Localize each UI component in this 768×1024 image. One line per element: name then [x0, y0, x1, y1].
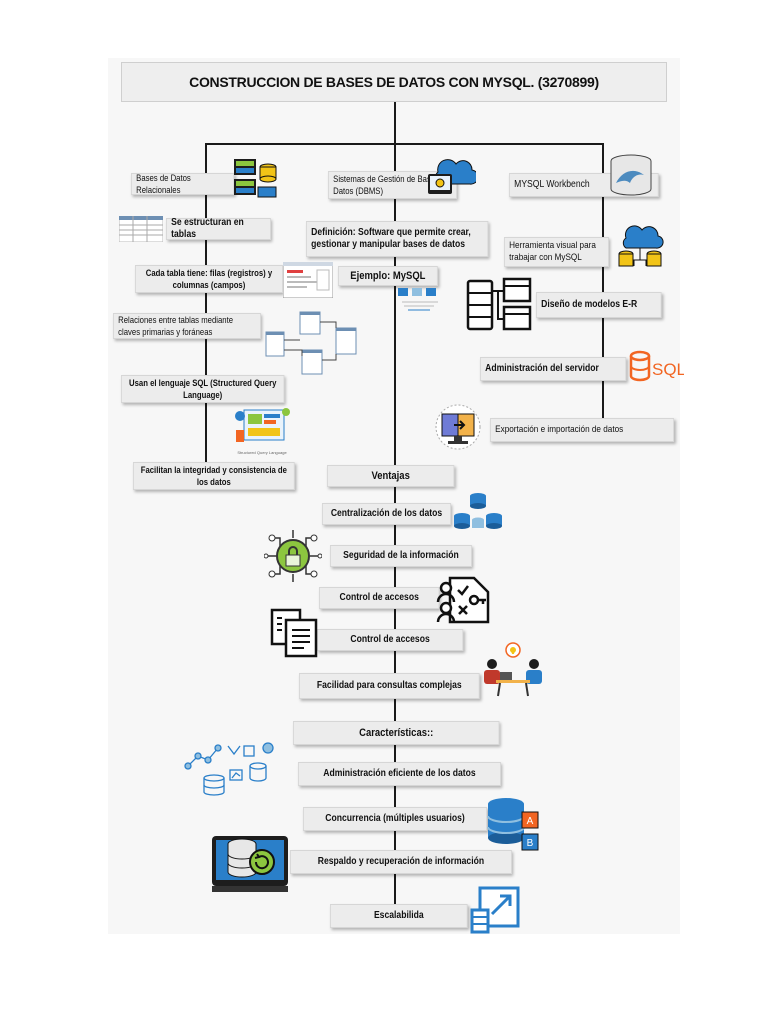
- caracteristica-item-label: Respaldo y recuperación de información: [317, 856, 485, 867]
- sql-server-logo-icon: SQL: [628, 350, 684, 384]
- spreadsheet-thumbnail-icon: [283, 262, 333, 298]
- center-example-label: Ejemplo: MySQL: [350, 270, 426, 282]
- right-item-label: Exportación e importación de datos: [495, 424, 624, 435]
- top-branch-line: [205, 143, 604, 145]
- access-control-icon: [436, 576, 490, 624]
- center-definition-label: Definición: Software que permite crear, …: [311, 227, 471, 250]
- right-item-server-admin: Administración del servidor: [480, 357, 627, 381]
- ventaja-item: Centralización de los datos: [322, 503, 451, 525]
- documents-icon: [268, 608, 318, 658]
- table-thumbnail-icon: [119, 216, 163, 242]
- svg-text:A: A: [527, 816, 534, 827]
- center-example: Ejemplo: MySQL: [338, 266, 438, 286]
- sql-illustration-caption: Structured Query Language: [237, 450, 287, 455]
- left-header: Bases de Datos Relacionales: [131, 173, 235, 195]
- svg-text:B: B: [527, 838, 534, 849]
- left-item-label: Facilitan la integridad y consistencia d…: [140, 465, 287, 487]
- left-header-label: Bases de Datos Relacionales: [136, 173, 191, 195]
- backup-recovery-icon: [210, 830, 290, 894]
- caracteristica-item: Respaldo y recuperación de información: [290, 850, 512, 874]
- right-item-er-design: Diseño de modelos E-R: [536, 292, 662, 318]
- page-title: CONSTRUCCION DE BASES DE DATOS CON MYSQL…: [121, 62, 667, 102]
- scalability-icon: [470, 884, 522, 934]
- right-item-label: Administración del servidor: [485, 363, 599, 374]
- caracteristicas-header-label: Características::: [359, 727, 434, 739]
- left-item-label: Usan el lenguaje SQL (Structured Query L…: [128, 378, 277, 400]
- ventaja-item: Control de accesos: [319, 587, 440, 609]
- ventaja-item-label: Control de accesos: [339, 592, 419, 603]
- caracteristica-item-label: Concurrencia (múltiples usuarios): [325, 813, 465, 824]
- right-item-label: Herramienta visual para trabajar con MyS…: [509, 240, 596, 263]
- left-item-tables: Se estructuran en tablas: [166, 217, 271, 240]
- caracteristica-item-label: Administración eficiente de los datos: [323, 768, 476, 779]
- security-lock-icon: [264, 528, 322, 584]
- cloud-database-icon: [616, 220, 664, 270]
- center-definition: Definición: Software que permite crear, …: [306, 221, 489, 257]
- right-item-visual-tool: Herramienta visual para trabajar con MyS…: [504, 237, 609, 267]
- left-item-label: Cada tabla tiene: filas (registros) y co…: [145, 268, 273, 290]
- concurrency-database-icon: A B: [484, 796, 544, 856]
- caracteristica-item-label: Escalabilida: [373, 910, 424, 921]
- ventajas-header: Ventajas: [327, 465, 455, 487]
- dbms-cloud-icon: [424, 152, 476, 198]
- ventaja-item-label: Centralización de los datos: [330, 508, 443, 519]
- caracteristica-item: Administración eficiente de los datos: [298, 762, 501, 786]
- export-import-icon: [432, 404, 486, 450]
- ventajas-header-label: Ventajas: [371, 470, 410, 482]
- ventaja-item: Control de accesos: [317, 629, 464, 651]
- data-analytics-icon: [184, 742, 280, 798]
- caracteristica-item: Concurrencia (múltiples usuarios): [303, 807, 488, 831]
- caracteristicas-header: Características::: [293, 721, 500, 745]
- people-meeting-icon: [480, 642, 546, 698]
- right-branch-line: [602, 143, 604, 439]
- ventaja-item: Facilidad para consultas complejas: [299, 673, 480, 699]
- right-header-label: MYSQL Workbench: [514, 179, 590, 190]
- left-item-label: Relaciones entre tablas mediante claves …: [118, 315, 234, 337]
- centralization-database-icon: [452, 490, 504, 534]
- center-header-label: Sistemas de Gestión de Base de Datos (DB…: [333, 174, 446, 196]
- sql-illustration-icon: Structured Query Language: [232, 402, 292, 460]
- left-item-rows-columns: Cada tabla tiene: filas (registros) y co…: [135, 265, 283, 293]
- relational-database-icon: [232, 157, 278, 201]
- sql-logo-text: SQL: [652, 360, 684, 379]
- mysql-workbench-icon: [608, 153, 654, 199]
- mysql-tools-icon: [394, 286, 446, 312]
- caracteristica-item: Escalabilida: [330, 904, 468, 928]
- right-item-export-import: Exportación e importación de datos: [490, 418, 675, 442]
- ventaja-item-label: Seguridad de la información: [343, 550, 459, 561]
- right-item-label: Diseño de modelos E-R: [541, 299, 638, 310]
- ventaja-item: Seguridad de la información: [330, 545, 472, 567]
- server-er-icon: [466, 277, 534, 333]
- left-item-keys: Relaciones entre tablas mediante claves …: [113, 313, 261, 339]
- left-item-integrity: Facilitan la integridad y consistencia d…: [133, 462, 295, 490]
- er-diagram-icon: [264, 310, 358, 376]
- left-item-label: Se estructuran en tablas: [171, 217, 244, 240]
- ventaja-item-label: Facilidad para consultas complejas: [316, 680, 462, 691]
- ventaja-item-label: Control de accesos: [350, 634, 430, 645]
- left-item-sql: Usan el lenguaje SQL (Structured Query L…: [121, 375, 285, 403]
